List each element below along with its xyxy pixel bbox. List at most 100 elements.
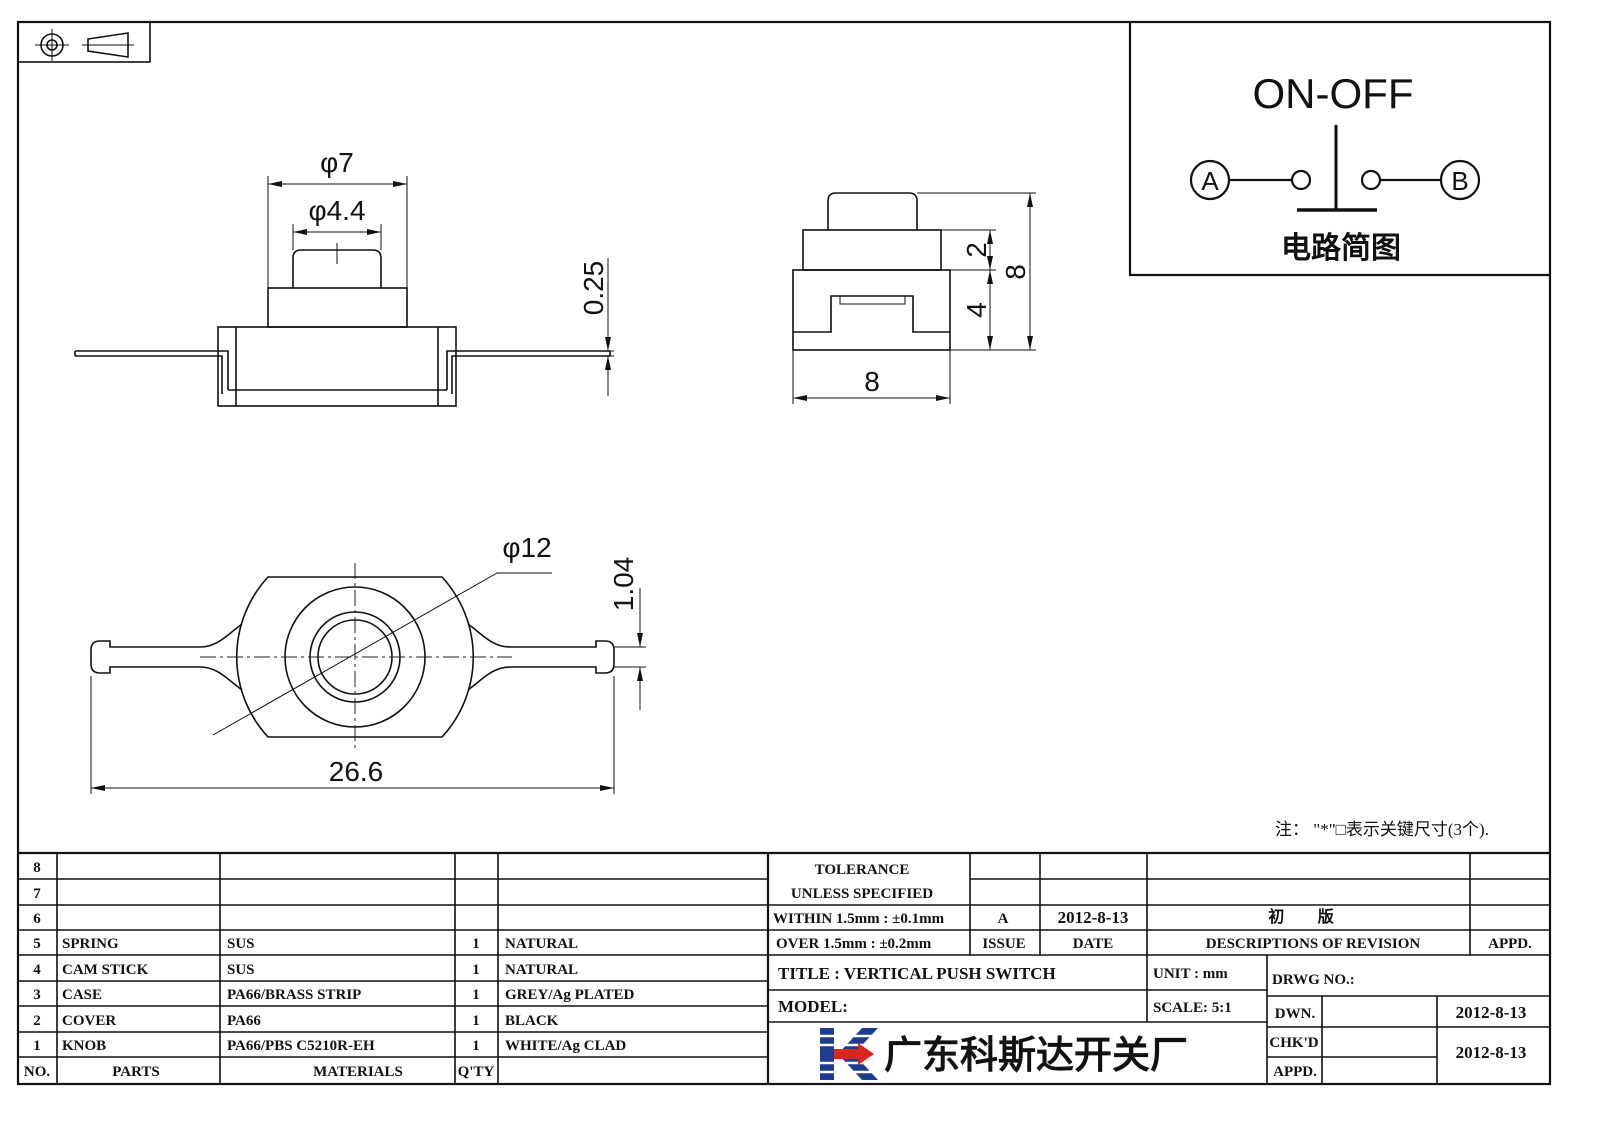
front-terminal-left	[74, 350, 229, 394]
bom-row-2-finish: BLACK	[505, 1013, 559, 1029]
dim-width: 8	[864, 366, 880, 397]
bom-row-3-finish: GREY/Ag PLATED	[505, 987, 634, 1003]
terminal-b-label: B	[1451, 166, 1468, 196]
drawing-title: TITLE : VERTICAL PUSH SWITCH	[778, 964, 1056, 983]
bom-row-1-material: PA66/PBS C5210R-EH	[227, 1038, 375, 1054]
revision-block: A 2012-8-13 初 版 ISSUE DATE DESCRIPTIONS …	[982, 907, 1532, 952]
revision-appd-label: APPD.	[1488, 936, 1532, 952]
sheet-border	[16, 20, 1552, 1086]
front-case	[217, 326, 457, 407]
company-name: 广东科斯达开关厂	[884, 1033, 1188, 1077]
bottom-view: φ12 1.04 26.6	[90, 532, 646, 794]
logo-arrow	[834, 1043, 874, 1065]
side-case	[792, 269, 951, 351]
drawing-unit: UNIT : mm	[1153, 966, 1228, 982]
circuit-diagram: ON-OFF A B 电路简图	[1128, 22, 1550, 277]
tolerance-over: OVER 1.5mm : ±0.2mm	[776, 936, 932, 952]
front-cover	[267, 287, 408, 328]
bom-row-2-part: COVER	[62, 1013, 116, 1029]
dim-overall-length-extensions	[90, 676, 615, 794]
tolerance-within: WITHIN 1.5mm : ±0.1mm	[773, 911, 945, 927]
drawn-by-label: DWN.	[1275, 1006, 1316, 1022]
terminal-b-circle	[1439, 159, 1481, 201]
dim-cover-dia-extensions	[267, 176, 408, 288]
bom-row-4-finish: NATURAL	[505, 962, 578, 978]
terminal-a-label: A	[1201, 166, 1219, 196]
revision-date-label: DATE	[1073, 936, 1114, 952]
dim-knob-dia-extensions	[292, 224, 382, 250]
bom-row-2-qty: 1	[472, 1013, 480, 1029]
bom-row-4-no: 4	[33, 962, 41, 978]
bom-row-5-qty: 1	[472, 936, 480, 952]
bom-row-6-no: 6	[33, 911, 41, 927]
title-block: TITLE : VERTICAL PUSH SWITCH UNIT : mm D…	[778, 964, 1526, 1080]
drawing-scale: SCALE: 5:1	[1153, 1000, 1232, 1016]
dim-cover-dia: φ7	[320, 147, 354, 178]
logo-bar	[820, 1028, 834, 1080]
bom-row-8-no: 8	[33, 860, 41, 876]
front-case-inner-walls	[228, 327, 447, 406]
bom-row-5-finish: NATURAL	[505, 936, 578, 952]
approved-by-label: APPD.	[1273, 1064, 1317, 1080]
first-angle-projection-icon	[17, 21, 151, 63]
side-knob	[827, 192, 918, 230]
bottom-centerlines	[200, 563, 512, 752]
revision-description: 初 版	[1268, 907, 1348, 926]
bottom-terminal-left	[90, 623, 243, 691]
dim-case-dia-leader	[212, 572, 552, 736]
side-cover	[802, 229, 942, 271]
front-terminal-right	[446, 350, 611, 394]
dim-overall-length: 26.6	[329, 756, 384, 787]
bom-row-4-part: CAM STICK	[62, 962, 149, 978]
circuit-caption: 电路简图	[1281, 231, 1401, 266]
revision-issue: A	[998, 911, 1009, 927]
bom-header-qty: Q'TY	[458, 1064, 495, 1080]
dim-terminal-width: 1.04	[608, 557, 639, 612]
side-case-slot	[793, 295, 950, 333]
dim-case-dia: φ12	[502, 532, 551, 563]
bom-row-4-qty: 1	[472, 962, 480, 978]
bom-row-1-no: 1	[33, 1038, 41, 1054]
contact-left	[1290, 169, 1312, 191]
title-block-grid	[18, 851, 1550, 1084]
dim-terminal-thickness: 0.25	[578, 261, 609, 316]
bottom-case-outline	[235, 576, 475, 738]
model-label: MODEL:	[778, 997, 848, 1016]
bom-row-3-qty: 1	[472, 987, 480, 1003]
revision-date: 2012-8-13	[1058, 908, 1129, 927]
bom-row-2-material: PA66	[227, 1013, 261, 1029]
dim-total-height: 8	[1000, 264, 1031, 280]
bom-row-1-qty: 1	[472, 1038, 480, 1054]
logo-stripes	[820, 1034, 878, 1074]
bom-row-1-part: KNOB	[62, 1038, 106, 1054]
bom-row-3-material: PA66/BRASS STRIP	[227, 987, 361, 1003]
revision-issue-label: ISSUE	[982, 936, 1025, 952]
bom-header-materials: MATERIALS	[313, 1064, 403, 1080]
bom-row-3-part: CASE	[62, 987, 102, 1003]
tolerance-title: TOLERANCE	[815, 862, 910, 878]
bom-row-4-material: SUS	[227, 962, 255, 978]
bom-row-5-no: 5	[33, 936, 41, 952]
dim-knob-dia: φ4.4	[308, 195, 365, 226]
side-view: 2 4 8 8	[792, 192, 1036, 404]
checked-by-label: CHK'D	[1269, 1035, 1318, 1051]
circuit-box-border	[1128, 22, 1550, 277]
company-logo-icon	[820, 1028, 878, 1080]
bom-row-2-no: 2	[33, 1013, 41, 1029]
bom-header-parts: PARTS	[112, 1064, 160, 1080]
dim-side-extensions	[917, 192, 1036, 351]
bom-row-5-part: SPRING	[62, 936, 119, 952]
drawn-date: 2012-8-13	[1456, 1003, 1527, 1022]
bottom-terminal-right	[467, 623, 615, 691]
key-dimension-note: 注： "*"□表示关键尺寸(3个).	[1275, 820, 1489, 839]
tolerance-block: TOLERANCE UNLESS SPECIFIED WITHIN 1.5mm …	[773, 862, 945, 952]
bom-row-7-no: 7	[33, 886, 41, 902]
bom-row-5-material: SUS	[227, 936, 255, 952]
side-spring	[839, 296, 906, 305]
dim-case-height: 4	[961, 302, 992, 318]
bom-row-3-no: 3	[33, 987, 41, 1003]
front-view: φ7 φ4.4 0.25	[74, 147, 614, 407]
bill-of-materials: 8 7 6 5 SPRING SUS 1 NATURAL 4 CAM STICK…	[24, 860, 635, 1080]
dim-terminal-width-extensions	[614, 646, 646, 668]
